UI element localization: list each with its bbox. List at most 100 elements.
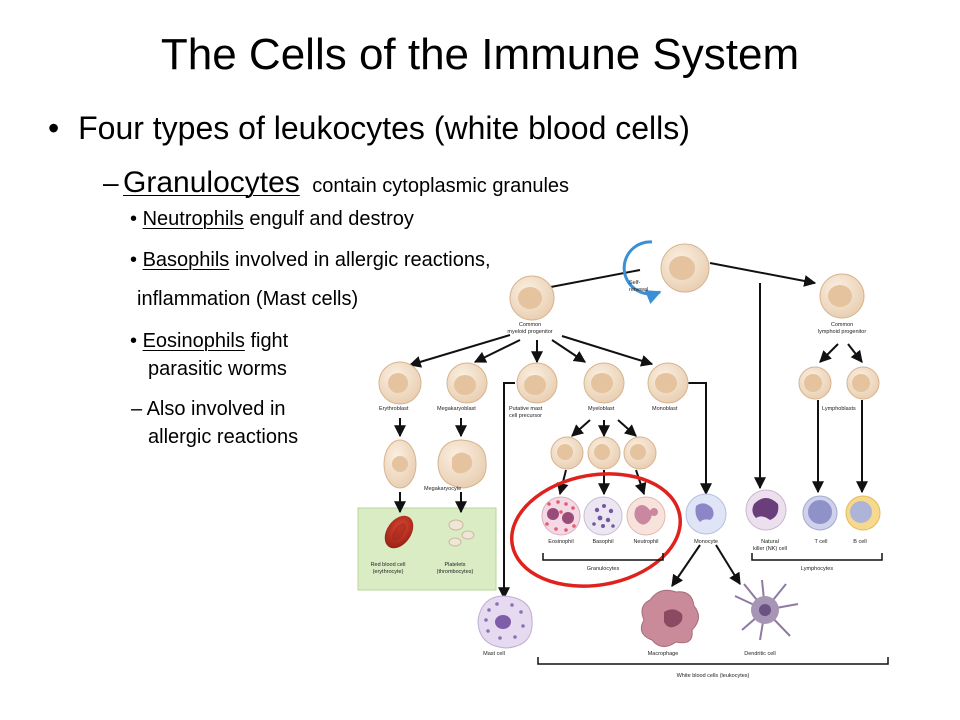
common-lymphoid-progenitor-cell (819, 273, 865, 319)
monocyte-label: Monocyte (694, 539, 718, 545)
megakaryoblast-cell (446, 362, 488, 404)
bullet-neutrophils: • Neutrophils engulf and destroy (130, 208, 414, 231)
platelets (448, 519, 475, 547)
basophils-cont: inflammation (Mast cells) (137, 288, 359, 310)
arrow-to-macrophage (671, 544, 701, 587)
leukocytes-bracket (537, 657, 889, 665)
mast-cell-label: Mast cell (483, 651, 505, 657)
eosinophils-desc2: parasitic worms (148, 358, 287, 380)
arrow-to-neutrophil (634, 469, 647, 496)
eosinophil-label: Eosinophil (548, 539, 573, 545)
bullet-dot: • (130, 208, 138, 230)
eosinophil-cell (541, 496, 581, 536)
lymphoblast-cell-1 (798, 366, 832, 400)
granulocyte-highlight-ring (509, 472, 683, 588)
neutrophils-term: Neutrophils (142, 208, 244, 230)
erythroblast-label: Erythroblast (379, 406, 409, 412)
lymphoblast-cell-2 (846, 366, 880, 400)
basophils-term: Basophils (142, 249, 230, 271)
bullet-dot: • (130, 330, 138, 352)
stem-cell (660, 243, 710, 293)
bullet-main: • Four types of leukocytes (white blood … (48, 110, 690, 147)
lymphoblasts-label: Lymphoblasts (822, 406, 856, 412)
t-cell (802, 495, 838, 531)
bullet-also: – Also involved in (131, 398, 286, 421)
erythroblast-cell (378, 361, 422, 405)
monoblast-cell (647, 362, 689, 404)
bullet-eosinophils: • Eosinophils fight (130, 330, 288, 353)
granulocytes-label: Granulocytes (587, 566, 620, 572)
myelocyte-cell-2 (587, 436, 621, 470)
dendritic-cell (734, 579, 799, 641)
arrow-to-lymphoblast-2 (847, 343, 863, 363)
red-blood-cell (384, 515, 414, 549)
eosinophils-desc1: fight (250, 330, 289, 352)
bullet-dot: • (130, 249, 138, 271)
dash: – (131, 398, 143, 420)
common-lymphoid-label-1: Common (831, 322, 853, 328)
common-lymphoid-label-2: lymphoid progenitor (818, 329, 866, 335)
lymphocytes-bracket (751, 553, 883, 561)
arrow-to-monocyte (680, 382, 712, 496)
megakaryoblast-label: Megakaryoblast (437, 406, 476, 412)
arrow-to-erythroblast (408, 334, 511, 368)
self-renewal-label-1: Self- (629, 280, 640, 286)
granulocytes-desc: contain cytoplasmic granules (312, 175, 570, 197)
nk-cell (745, 489, 787, 531)
monocyte-cell (685, 493, 727, 535)
bullet-dot: • (48, 110, 60, 146)
page-title: The Cells of the Immune System (160, 30, 800, 79)
neutrophil-label: Neutrophil (633, 539, 658, 545)
arrow-to-myeloblast (551, 339, 586, 363)
arrow-to-megakaryoblast (473, 339, 521, 363)
mast-precursor-cell (516, 362, 558, 404)
nk-label-1: Natural (761, 539, 779, 545)
eosinophils-term: Eosinophils (142, 330, 245, 352)
common-myeloid-progenitor-cell (509, 275, 555, 321)
megakaryocyte-cell (437, 439, 487, 489)
erythroid-output-box (357, 507, 497, 591)
arrow-to-myeloid (533, 269, 641, 294)
also2: allergic reactions (148, 426, 299, 448)
granulocytes-term: Granulocytes (123, 166, 300, 199)
neutrophil-cell (626, 496, 666, 536)
myeloblast-cell (583, 362, 625, 404)
also1: Also involved in (146, 398, 286, 420)
platelets-label-1: Platelets (444, 562, 465, 568)
bullet-main-text: Four types of leukocytes (white blood ce… (78, 110, 690, 146)
dendritic-label: Dendritic cell (744, 651, 775, 657)
arrow-to-lymphoid (709, 262, 817, 287)
bullet-basophils: • Basophils involved in allergic reactio… (130, 249, 491, 272)
proerythrocyte-cell (383, 439, 417, 489)
myelocyte-cell-1 (550, 436, 584, 470)
arrow-to-mast-cell (498, 382, 515, 600)
arrow-myelo-3 (617, 419, 637, 437)
self-renewal-label-2: renewal (629, 287, 648, 293)
mast-cell (477, 595, 533, 649)
white-blood-cells-label: White blood cells (leukocytes) (677, 673, 750, 679)
nk-label-2: killer (NK) cell (753, 546, 787, 552)
macrophage-label: Macrophage (648, 651, 679, 657)
dash: – (103, 167, 119, 198)
b-cell (845, 495, 881, 531)
putative-mast-label-2: cell precursor (509, 413, 542, 419)
platelets-label-2: (thrombocytes) (437, 569, 474, 575)
macrophage-cell (640, 589, 699, 647)
rbc-label-1: Red blood cell (371, 562, 406, 568)
bullet-granulocytes: – Granulocytes contain cytoplasmic granu… (103, 166, 569, 200)
self-renewal-arrow (622, 240, 662, 305)
arrow-to-dendritic (715, 544, 741, 586)
common-myeloid-label-2: myeloid progenitor (507, 329, 552, 335)
t-cell-label: T cell (814, 539, 827, 545)
arrow-myelo-1 (571, 419, 591, 437)
myeloblast-label: Myeloblast (588, 406, 615, 412)
myelocyte-cell-3 (623, 436, 657, 470)
rbc-label-2: (erythrocyte) (373, 569, 404, 575)
common-myeloid-label-1: Common (519, 322, 541, 328)
megakaryocyte-label: Megakaryocyte (424, 486, 461, 492)
basophil-cell (583, 496, 623, 536)
arrow-to-lymphoblast-1 (819, 343, 839, 363)
basophil-label: Basophil (592, 539, 613, 545)
granulocytes-bracket (542, 553, 664, 561)
